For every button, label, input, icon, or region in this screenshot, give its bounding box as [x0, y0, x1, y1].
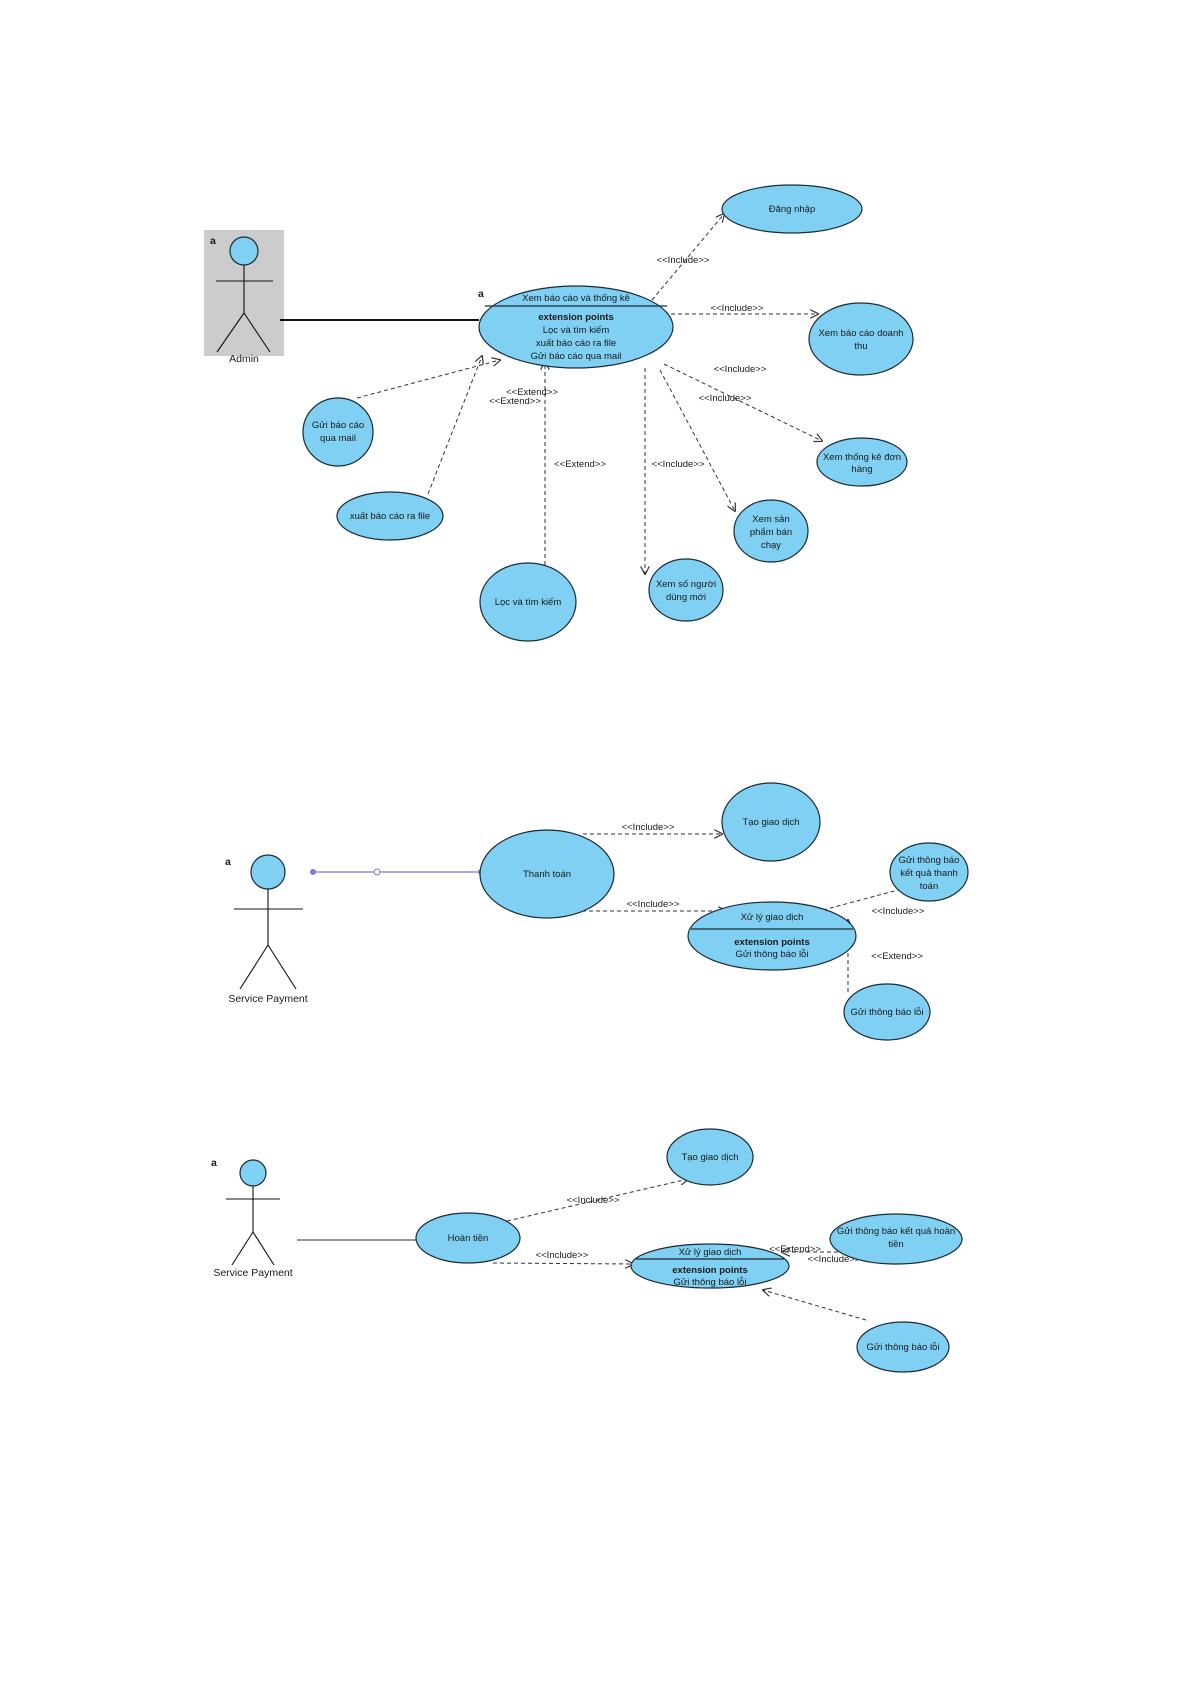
usecase-label: Xem báo cáo doanh — [818, 328, 903, 339]
ext-point-3: Gửi báo cáo qua mail — [531, 351, 622, 362]
label-extend-2: <<Extend>> — [489, 396, 541, 407]
label-extend-1: <<Extend>> — [506, 387, 558, 398]
usecase-title: Xem báo cáo và thống kê — [522, 293, 630, 304]
label-include-kq: <<Include>> — [872, 906, 925, 917]
usecase-label: Thanh toán — [523, 869, 571, 880]
actor-marker: a — [211, 1157, 217, 1169]
usecase-xu-ly-giao-dich[interactable]: Xử lý giao dịch extension points Gửi thô… — [687, 901, 857, 971]
extend-xuat — [427, 356, 482, 495]
usecase-label: kết quả thanh — [900, 868, 958, 879]
include-don-hang — [663, 363, 822, 441]
ext-point-1: Lọc và tìm kiếm — [543, 325, 610, 336]
usecase-label: Tạo giao dịch — [742, 817, 799, 828]
actor-marker: a — [210, 235, 216, 247]
usecase-label: tiền — [888, 1239, 903, 1250]
usecase-label: Lọc và tìm kiếm — [495, 597, 562, 608]
label-include-tao: <<Include>> — [622, 822, 675, 833]
label-extend-loc: <<Extend>> — [554, 459, 606, 470]
label-include-xu-ly: <<Include>> — [536, 1250, 589, 1261]
usecase-label: toán — [920, 881, 939, 892]
usecase-gui-thong-bao-loi[interactable]: Gửi thông báo lỗi — [843, 983, 931, 1041]
ext-points-header: extension points — [538, 312, 613, 323]
actor-service-payment[interactable] — [234, 854, 303, 990]
usecase-title: Xử lý giao dịch — [679, 1247, 742, 1258]
usecase-loc-tim-kiem[interactable]: Lọc và tìm kiếm — [479, 562, 577, 642]
include-tao-gd — [506, 1179, 688, 1222]
ext-points-header: extension points — [734, 937, 809, 948]
extend-gui-mail — [356, 360, 500, 399]
actor-admin-figure[interactable] — [216, 236, 273, 353]
usecase-dang-nhap[interactable]: Đăng nhập — [721, 184, 863, 234]
usecase-gui-mail[interactable]: Gửi báo cáo qua mail — [302, 397, 374, 467]
label-include-tao: <<Include>> — [567, 1195, 620, 1206]
usecase-hoan-tien[interactable]: Hoàn tiền — [415, 1212, 521, 1264]
usecase-label: Gửi thông báo — [899, 855, 960, 866]
usecase-marker: a — [478, 288, 484, 300]
usecase-label: qua mail — [320, 433, 356, 444]
usecase-label: Gửi báo cáo — [312, 420, 364, 431]
actor-admin-name: Admin — [229, 353, 259, 365]
usecase-gui-ket-qua[interactable]: Gửi thông báo kết quả hoàn tiền — [829, 1213, 963, 1265]
label-include-doanh-thu: <<Include>> — [711, 303, 764, 314]
usecase-label: thu — [854, 341, 867, 352]
usecase-label: Xem thống kê đơn — [823, 452, 901, 463]
label-include-don-hang-2: <<Include>> — [699, 393, 752, 404]
usecase-tao-giao-dich[interactable]: Tạo giao dịch — [721, 782, 821, 862]
usecase-label: chạy — [761, 540, 781, 551]
diagram-report: a Admin <<Include>> <<Include>> <<Includ… — [204, 184, 914, 642]
usecase-label: hàng — [851, 464, 872, 475]
usecase-label: Hoàn tiền — [448, 1233, 489, 1244]
usecase-label: Xem sản — [752, 514, 790, 525]
extend-gui-loi — [763, 1290, 867, 1321]
usecase-thanh-toan[interactable]: Thanh toán — [479, 829, 615, 919]
actor-name: Service Payment — [213, 1267, 292, 1279]
usecase-nguoi-dung[interactable]: Xem số người dùng mới — [648, 558, 724, 622]
diagram-payment: a Service Payment <<Include>> <<Include>… — [225, 782, 969, 1041]
usecase-title: Xử lý giao dịch — [741, 912, 804, 923]
ext-points-header: extension points — [672, 1265, 747, 1276]
usecase-label: Gửi thông báo lỗi — [867, 1342, 940, 1353]
usecase-tao-giao-dich[interactable]: Tạo giao dịch — [666, 1128, 754, 1186]
usecase-doanh-thu[interactable]: Xem báo cáo doanh thu — [808, 302, 914, 376]
usecase-label: Gửi thông báo kết quả hoàn — [837, 1226, 955, 1237]
usecase-label: Gửi thông báo lỗi — [851, 1007, 924, 1018]
ext-point: Gửi thông báo lỗi — [736, 949, 809, 960]
usecase-label: dùng mới — [666, 592, 706, 603]
diagram-refund: a Service Payment <<Include>> <<Include>… — [211, 1128, 963, 1373]
usecase-label: Xem số người — [656, 579, 716, 590]
usecase-label: Đăng nhập — [769, 204, 815, 215]
usecase-gui-thong-bao-loi[interactable]: Gửi thông báo lỗi — [856, 1321, 950, 1373]
usecase-label: xuất báo cáo ra file — [350, 511, 430, 522]
label-include-kq: <<Include>> — [808, 1254, 861, 1265]
label-extend-kq: <<Extend>> — [769, 1244, 821, 1255]
usecase-xem-bao-cao[interactable]: a Xem báo cáo và thống kê extension poin… — [478, 285, 674, 369]
label-extend-loi: <<Extend>> — [871, 951, 923, 962]
usecase-label: phẩm bán — [750, 527, 792, 538]
label-include-dang-nhap: <<Include>> — [657, 255, 710, 266]
usecase-don-hang[interactable]: Xem thống kê đơn hàng — [816, 437, 908, 487]
label-include-nguoi-dung: <<Include>> — [652, 459, 705, 470]
association-service-payment — [310, 868, 484, 876]
usecase-san-pham[interactable]: Xem sản phẩm bán chạy — [733, 499, 809, 563]
usecase-label: Tạo giao dịch — [681, 1152, 738, 1163]
include-san-pham — [659, 369, 735, 511]
actor-service-payment[interactable] — [226, 1159, 280, 1266]
include-xu-ly — [492, 1263, 633, 1264]
label-include-xu-ly: <<Include>> — [627, 899, 680, 910]
usecase-xuat-bao-cao[interactable]: xuất báo cáo ra file — [336, 491, 444, 541]
usecase-gui-ket-qua[interactable]: Gửi thông báo kết quả thanh toán — [889, 842, 969, 902]
actor-name: Service Payment — [228, 993, 307, 1005]
ext-point: Gửi thông báo lỗi — [674, 1277, 747, 1288]
actor-marker: a — [225, 856, 231, 868]
ext-point-2: xuất báo cáo ra file — [536, 338, 616, 349]
label-include-don-hang-1: <<Include>> — [714, 364, 767, 375]
include-dang-nhap — [651, 214, 724, 301]
usecase-xu-ly-giao-dich[interactable]: Xử lý giao dịch extension points Gửi thô… — [630, 1243, 790, 1289]
